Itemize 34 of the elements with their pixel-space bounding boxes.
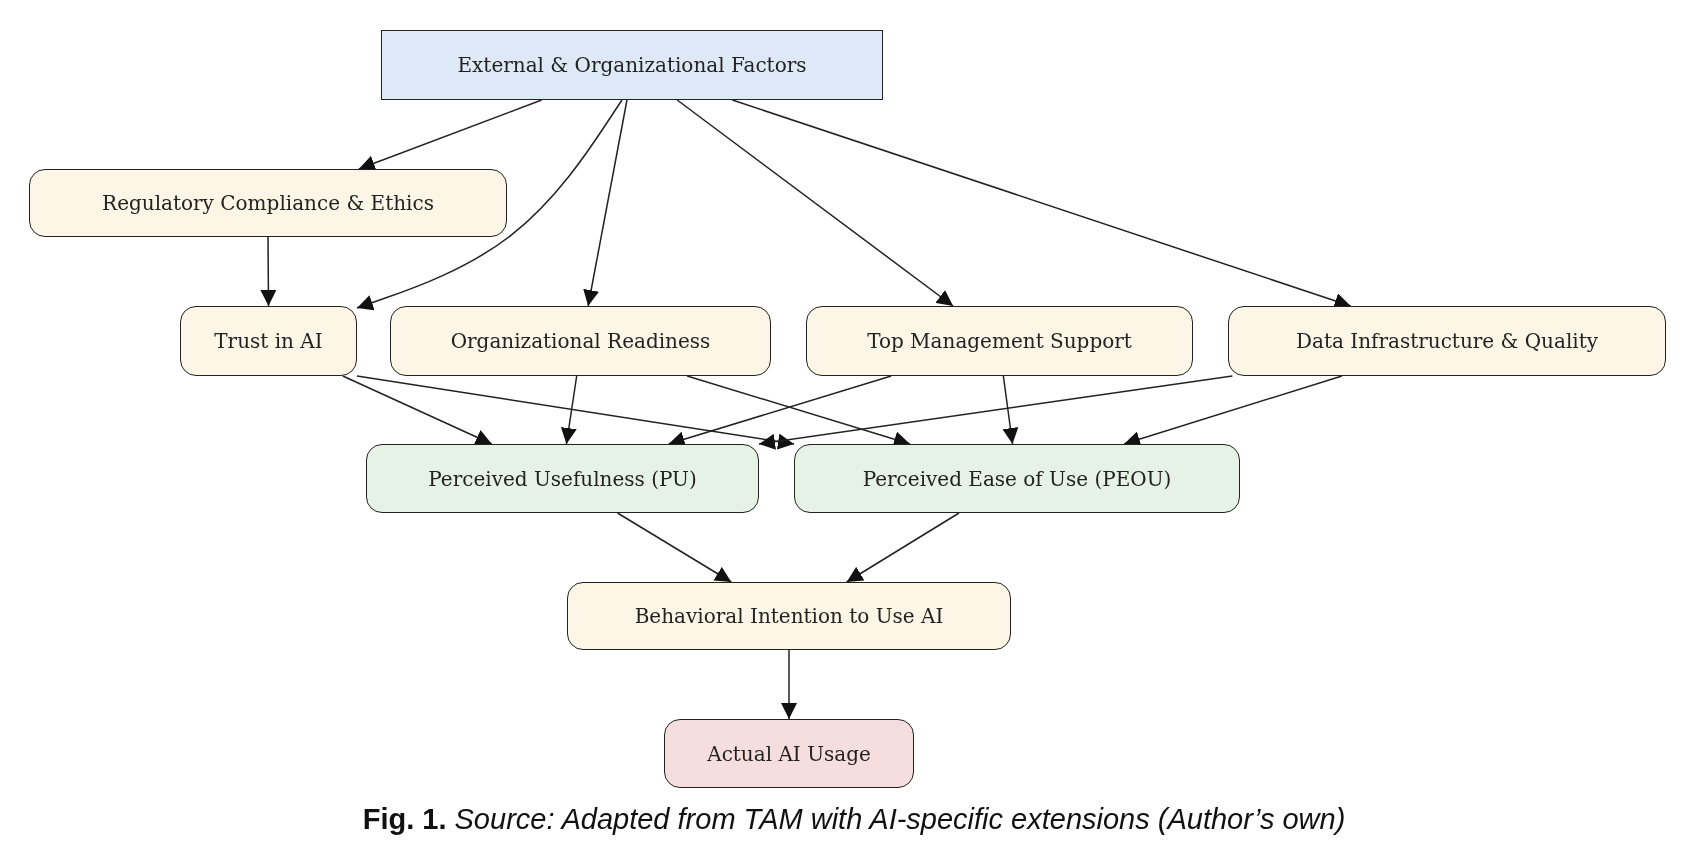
node-label: Actual AI Usage bbox=[707, 741, 871, 766]
node-label: Behavioral Intention to Use AI bbox=[634, 604, 944, 628]
node-label: External & Organizational Factors bbox=[457, 53, 807, 77]
arrow bbox=[781, 649, 797, 720]
arrow bbox=[260, 236, 277, 307]
arrow bbox=[356, 99, 623, 311]
node-label: Organizational Readiness bbox=[450, 329, 711, 353]
arrow bbox=[358, 99, 543, 171]
construct-box bbox=[664, 719, 914, 788]
arrow bbox=[758, 375, 1234, 450]
arrow bbox=[1002, 375, 1019, 445]
arrow bbox=[560, 375, 578, 445]
construct-box bbox=[180, 306, 357, 376]
node-label: Data Infrastructure & Quality bbox=[1295, 329, 1599, 353]
arrow bbox=[356, 375, 795, 450]
node-label: Regulatory Compliance & Ethics bbox=[102, 191, 434, 215]
arrow bbox=[583, 99, 628, 307]
factor-box bbox=[381, 30, 883, 100]
node-label: Top Management Support bbox=[867, 329, 1132, 353]
construct-box bbox=[390, 306, 771, 376]
figure-caption: Fig. 1. Source: Adapted from TAM with AI-specific extensions (Author’s own) bbox=[361, 803, 1347, 836]
construct-box bbox=[29, 169, 507, 237]
construct-box bbox=[567, 582, 1011, 650]
construct-box bbox=[794, 444, 1240, 513]
arrow bbox=[342, 375, 493, 445]
arrow bbox=[845, 512, 960, 583]
arrow bbox=[616, 512, 733, 583]
arrow bbox=[676, 99, 954, 307]
construct-box bbox=[806, 306, 1193, 376]
construct-box bbox=[366, 444, 759, 513]
node-label: Perceived Ease of Use (PEOU) bbox=[862, 466, 1172, 491]
node-label: Perceived Usefulness (PU) bbox=[428, 466, 697, 491]
construct-box bbox=[1228, 306, 1666, 376]
node-label: Trust in AI bbox=[214, 329, 323, 353]
